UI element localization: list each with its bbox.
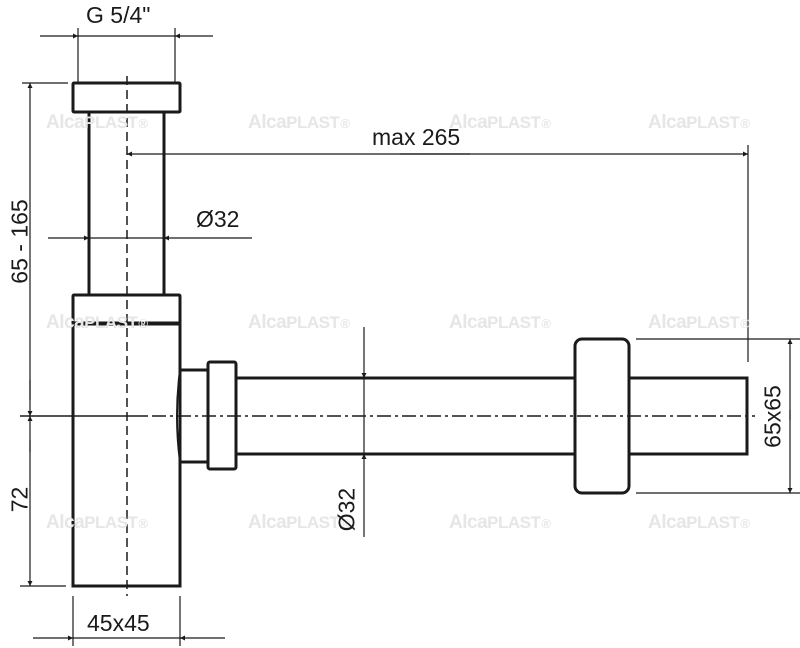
watermark-logo: AlcaPLAST® — [449, 512, 551, 533]
dimension-body-size-label: 45x45 — [87, 610, 150, 636]
dimension-lower-height-label: 72 — [6, 486, 33, 513]
dimension-outlet-length-label: max 265 — [372, 124, 461, 150]
dimension-tube-diameter-label: Ø32 — [196, 206, 240, 232]
watermark-logo: AlcaPLAST® — [648, 512, 750, 533]
watermark-logo: AlcaPLAST® — [449, 112, 551, 133]
dimension-pipe-diameter-label: Ø32 — [333, 487, 360, 532]
dimension-height-range-label: 65 - 165 — [6, 199, 33, 284]
watermark-logo: AlcaPLAST® — [248, 112, 350, 133]
watermark-logo: AlcaPLAST® — [248, 312, 350, 333]
watermark-logo: AlcaPLAST® — [46, 512, 148, 533]
watermark-logo: AlcaPLAST® — [46, 312, 148, 333]
dimension-rosette-size-label: 65x65 — [759, 385, 786, 448]
watermark-logo: AlcaPLAST® — [46, 112, 148, 133]
watermark-logo: AlcaPLAST® — [648, 112, 750, 133]
dimension-thread-label: G 5/4" — [86, 2, 151, 28]
watermark-logo: AlcaPLAST® — [648, 312, 750, 333]
watermark-logo: AlcaPLAST® — [248, 512, 350, 533]
watermark-logo: AlcaPLAST® — [449, 312, 551, 333]
